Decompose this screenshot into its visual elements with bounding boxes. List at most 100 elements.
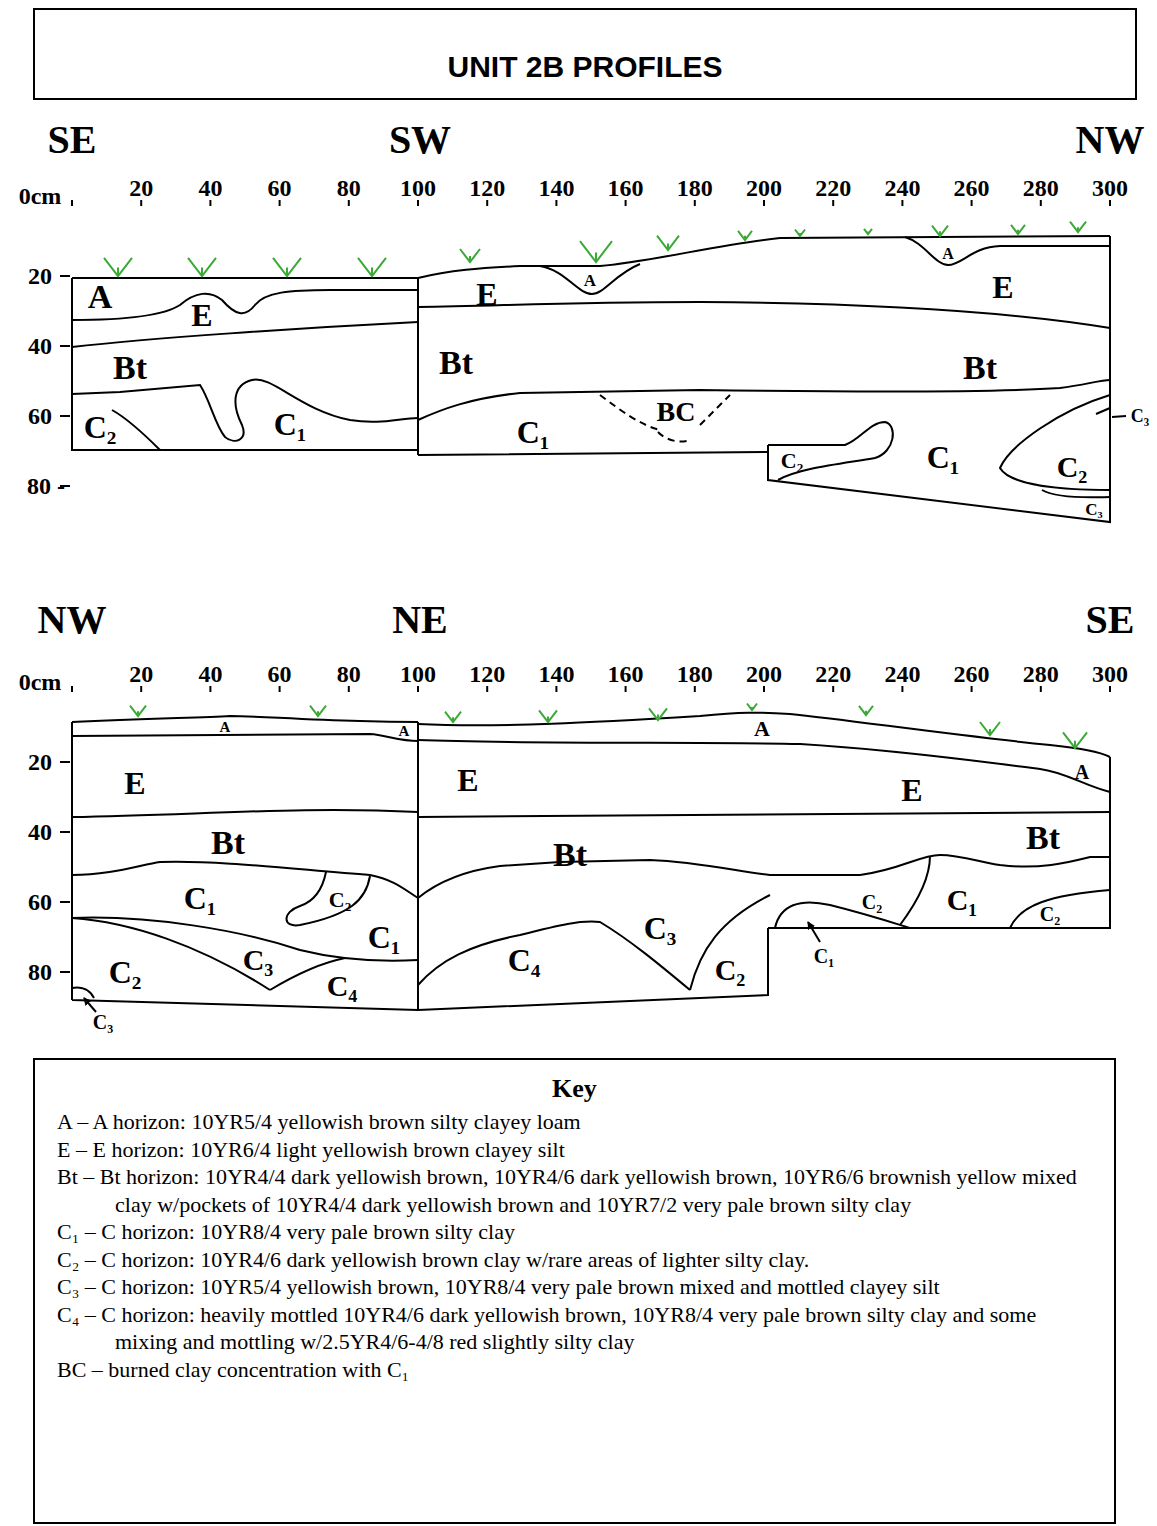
horizon-label: BC <box>657 398 696 426</box>
tick-mark <box>555 686 557 692</box>
horizon-label: C₃ <box>93 1012 113 1032</box>
tick-mark <box>694 200 696 206</box>
scale-number: 300 <box>1092 176 1128 200</box>
depth-number: 40 <box>28 820 52 844</box>
key-entry: C₄ – C horizon: heavily mottled 10YR4/6 … <box>57 1301 1092 1356</box>
scale-number: 20 <box>129 176 153 200</box>
tick-mark <box>60 831 70 833</box>
scale-number: 160 <box>608 662 644 686</box>
direction-label: SE <box>48 120 97 160</box>
scale-number: 0cm <box>19 184 62 208</box>
tick-mark <box>60 415 70 417</box>
horizon-label: E <box>476 278 497 310</box>
scale-number: 240 <box>884 662 920 686</box>
scale-number: 240 <box>884 176 920 200</box>
horizon-label: A <box>88 280 113 314</box>
tick-mark <box>625 686 627 692</box>
scale-number: 260 <box>954 662 990 686</box>
horizon-label: C₁ <box>517 416 550 448</box>
horizon-label: E <box>992 271 1013 303</box>
grass-symbol <box>747 704 757 711</box>
key-entry: C₂ – C horizon: 10YR4/6 dark yellowish b… <box>57 1246 1092 1274</box>
tick-mark <box>832 200 834 206</box>
horizon-label: C₁ <box>274 408 307 440</box>
horizon-label: A <box>399 724 410 739</box>
scale-number: 40 <box>198 662 222 686</box>
horizon-label: E <box>457 764 478 796</box>
tick-mark <box>486 686 488 692</box>
scale-number: 200 <box>746 662 782 686</box>
key-entry: Bt – Bt horizon: 10YR4/4 dark yellowish … <box>57 1163 1092 1218</box>
tick-mark <box>1109 686 1111 692</box>
key-entry: BC – burned clay concentration with C₁ <box>57 1356 1092 1384</box>
depth-number: 80 <box>28 960 52 984</box>
tick-mark <box>60 761 70 763</box>
horizon-label: C₃ <box>644 912 677 944</box>
tick-mark <box>60 901 70 903</box>
grass-symbol <box>657 236 679 250</box>
scale-number: 20 <box>129 662 153 686</box>
scale-number: 280 <box>1023 176 1059 200</box>
grass-symbol <box>980 722 1000 735</box>
grass-symbol <box>460 249 480 262</box>
tick-mark <box>209 200 211 206</box>
scale-number: 100 <box>400 662 436 686</box>
horizon-label: Bt <box>113 351 147 385</box>
scale-ticks <box>60 200 1110 972</box>
tick-mark <box>555 200 557 206</box>
horizon-label: C₁ <box>368 921 401 953</box>
grass-symbol <box>273 258 301 276</box>
grass-symbol <box>649 708 667 720</box>
horizon-label: C₂ <box>329 889 351 911</box>
tick-mark <box>763 200 765 206</box>
horizon-label: C₂ <box>862 892 882 912</box>
direction-label: SW <box>389 120 451 160</box>
tick-mark <box>279 200 281 206</box>
grass-symbol <box>1011 225 1025 234</box>
horizon-label: Bt <box>211 826 245 860</box>
horizon-label: C₁ <box>927 441 960 473</box>
horizon-label: A <box>220 720 231 735</box>
scale-number: 180 <box>677 662 713 686</box>
tick-mark <box>901 200 903 206</box>
depth-number: 40 <box>28 334 52 358</box>
grass-symbol <box>445 712 461 722</box>
scale-number: 80 <box>337 662 361 686</box>
grass-symbol <box>738 231 752 240</box>
direction-label: NE <box>392 600 448 640</box>
tick-mark <box>832 686 834 692</box>
scale-number: 120 <box>469 176 505 200</box>
grass-symbol <box>932 226 948 236</box>
horizon-label: Bt <box>1026 821 1060 855</box>
tick-mark <box>348 686 350 692</box>
horizon-label: C₂ <box>109 956 142 988</box>
tick-mark <box>209 686 211 692</box>
profile-lines <box>72 236 1126 1012</box>
key-entry: C₁ – C horizon: 10YR8/4 very pale brown … <box>57 1218 1092 1246</box>
horizon-label: A <box>584 272 596 289</box>
grass-symbol <box>310 706 326 716</box>
tick-mark <box>1109 200 1111 206</box>
depth-number: 60 <box>28 890 52 914</box>
key-entry: C₃ – C horizon: 10YR5/4 yellowish brown,… <box>57 1273 1092 1301</box>
tick-mark <box>901 686 903 692</box>
horizon-label: Bt <box>553 838 587 872</box>
scale-number: 40 <box>198 176 222 200</box>
tick-mark <box>971 686 973 692</box>
tick-mark <box>71 686 73 692</box>
depth-number: 60 <box>28 404 52 428</box>
scale-number: 60 <box>268 662 292 686</box>
title-box: UNIT 2B PROFILES <box>33 8 1137 100</box>
grass-symbol <box>864 229 872 234</box>
horizon-label: E <box>191 299 212 331</box>
grass-symbol <box>795 230 805 237</box>
tick-mark <box>625 200 627 206</box>
depth-number: 20 <box>28 264 52 288</box>
horizon-label: C₂ <box>84 411 117 443</box>
tick-mark <box>1040 200 1042 206</box>
grass-symbol <box>130 706 146 716</box>
scale-number: 0cm <box>19 670 62 694</box>
depth-number: 80 - <box>27 474 65 498</box>
tick-mark <box>140 686 142 692</box>
direction-label: SE <box>1086 600 1135 640</box>
